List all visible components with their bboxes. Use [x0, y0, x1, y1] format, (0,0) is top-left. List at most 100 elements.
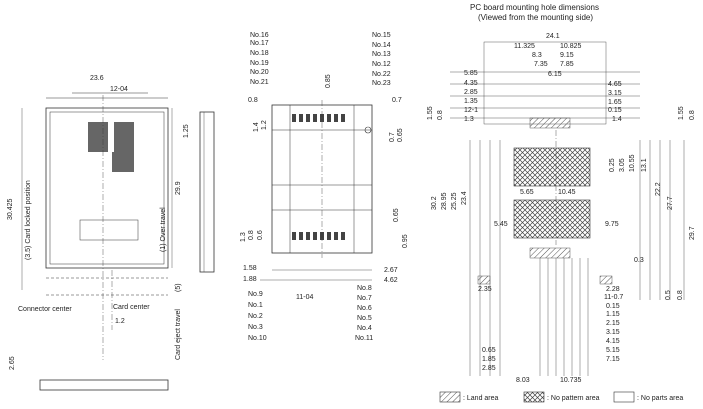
dim-1-3: 1.3 [240, 232, 247, 242]
pin-no22: No.22 [372, 71, 391, 78]
dim-2-15: 2.15 [606, 320, 620, 327]
dim-2-85-b: 2.85 [482, 365, 496, 372]
dim-1-4: 1.4 [253, 122, 260, 132]
dim-9-75: 9.75 [605, 221, 619, 228]
dim-5-85: 5.85 [464, 70, 478, 77]
diagram-title: PC board mounting hole dimensions [470, 3, 599, 12]
middle-view-text: No.16 No.17 No.18 No.19 No.20 No.21 No.1… [240, 32, 409, 342]
pin-no11: No.11 [355, 335, 373, 342]
dim-29-9: 29.9 [175, 181, 182, 195]
dim-1-58: 1.58 [243, 265, 257, 272]
pin-no16: No.16 [250, 32, 269, 39]
dim-1-3: 1.3 [464, 116, 474, 123]
pin-no8: No.8 [357, 285, 372, 292]
dim-4-65: 4.65 [608, 81, 622, 88]
dim-29-7: 29.7 [689, 226, 696, 240]
pin-no18: No.18 [250, 50, 269, 57]
dim-0-15-b: 0.15 [606, 303, 620, 310]
dim-10-55: 10.55 [629, 154, 636, 172]
dim-0-8-bottom: 0.8 [677, 290, 684, 300]
pin-no21: No.21 [250, 79, 269, 86]
dim-7-35: 7.35 [534, 61, 548, 68]
dim-2-28: 2.28 [606, 286, 620, 293]
pin-no15: No.15 [372, 32, 391, 39]
dim-0-25: 0.25 [609, 158, 616, 172]
dim-0-8-right: 0.8 [689, 110, 696, 120]
dim-8-3: 8.3 [532, 52, 542, 59]
dim-0-3: 0.3 [634, 257, 644, 264]
dim-23-6: 23.6 [90, 75, 104, 82]
dim-2-85: 2.85 [464, 89, 478, 96]
dim-11-325: 11.325 [514, 43, 535, 50]
dim-28-95: 28.95 [441, 192, 448, 210]
pin-no17: No.17 [250, 40, 269, 47]
no-pattern-area-lower [513, 199, 591, 239]
dim-7-15: 7.15 [606, 356, 620, 363]
legend-land-area: : Land area [463, 395, 499, 402]
dim-2-67: 2.67 [384, 267, 398, 274]
dim-0-8-left: 0.8 [437, 110, 444, 120]
pin-no2: No.2 [248, 313, 263, 320]
dim-9-15: 9.15 [560, 52, 574, 59]
dim-0-8: 0.8 [248, 230, 255, 240]
dim-0-7-top: 0.7 [392, 97, 402, 104]
dim-10-735: 10.735 [560, 377, 582, 384]
dim-10-825: 10.825 [560, 43, 582, 50]
card-slot-contacts [88, 122, 134, 172]
pin-no6: No.6 [357, 305, 372, 312]
dim-1-85: 1.85 [482, 356, 496, 363]
connector-body [45, 107, 169, 269]
dim-12-1: 12-1 [464, 107, 478, 114]
dim-0-7-right: 0.7 [389, 132, 396, 142]
dim-5-65: 5.65 [520, 189, 534, 196]
dim-1-65: 1.65 [608, 99, 622, 106]
left-view [21, 92, 215, 391]
dim-11-04: 11-04 [296, 294, 313, 301]
dim-3-15-b: 3.15 [606, 329, 620, 336]
dim-4-62: 4.62 [384, 277, 398, 284]
dim-0-85: 0.85 [325, 74, 332, 88]
dim-30-2: 30.2 [431, 196, 438, 210]
dim-0-5: 0.5 [665, 290, 672, 300]
pin-no13: No.13 [372, 51, 391, 58]
dim-2-35: 2.35 [478, 286, 492, 293]
dim-0-8-top: 0.8 [248, 97, 258, 104]
dim-5: (5) [175, 283, 182, 292]
legend: : Land area : No pattern area : No parts… [439, 391, 683, 403]
dim-0-65-right: 0.65 [397, 128, 404, 142]
pin-no20: No.20 [250, 69, 269, 76]
over-travel: (1) Over travel [160, 207, 167, 252]
pin-no10: No.10 [248, 335, 267, 342]
dim-4-15: 4.15 [606, 338, 620, 345]
dim-0-65: 0.65 [393, 208, 400, 222]
dim-0-65-b: 0.65 [482, 347, 496, 354]
contact-pins [292, 114, 345, 240]
dim-0-95: 0.95 [402, 234, 409, 248]
right-view [450, 41, 685, 376]
dim-12-04: 12-04 [110, 86, 128, 93]
dim-0-6: 0.6 [257, 230, 264, 240]
dim-1-2: 1.2 [261, 120, 268, 130]
legend-swatch-no-parts-area [613, 391, 635, 403]
pin-no5: No.5 [357, 315, 372, 322]
side-view [199, 111, 215, 273]
pin-no7: No.7 [357, 295, 372, 302]
pin-no9: No.9 [248, 291, 263, 298]
card-eject-travel-label: Card eject travel [175, 309, 182, 360]
legend-no-parts-area: : No parts area [637, 395, 683, 402]
dim-11-0-7: 11-0.7 [604, 294, 623, 301]
dim-2-65: 2.65 [9, 356, 16, 370]
dim-23-4: 23.4 [461, 191, 468, 205]
pin-no1: No.1 [248, 302, 263, 309]
dim-7-85: 7.85 [560, 61, 574, 68]
diagram-subtitle: (Viewed from the mounting side) [478, 13, 593, 22]
legend-swatch-land-area [439, 391, 461, 403]
dim-1-2: 1.2 [115, 318, 125, 325]
dim-1-15: 1.15 [606, 311, 620, 318]
dim-22-2: 22.2 [655, 182, 662, 196]
pin-no3: No.3 [248, 324, 263, 331]
dim-13-1: 13.1 [641, 158, 648, 172]
left-view-text: 23.6 12-04 1.25 30.425 29.9 (3.5) Card l… [7, 75, 190, 370]
pin-no23: No.23 [372, 80, 391, 87]
card-locked-position: (3.5) Card locked position [25, 180, 32, 260]
